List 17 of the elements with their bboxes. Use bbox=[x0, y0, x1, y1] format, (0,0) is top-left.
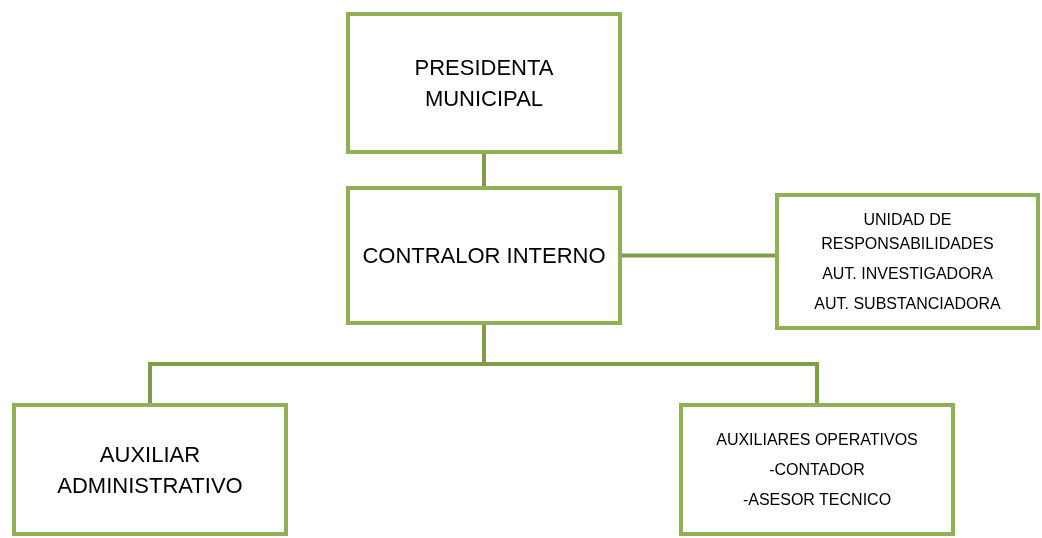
box-label: -CONTADOR bbox=[768, 459, 866, 480]
box-label: AUXILIAR ADMINISTRATIVO bbox=[56, 440, 244, 500]
box-label: CONTRALOR INTERNO bbox=[361, 242, 607, 270]
box-label: AUT. INVESTIGADORA bbox=[821, 263, 994, 284]
box-label: PRESIDENTA MUNICIPAL bbox=[413, 54, 555, 113]
org-box bbox=[775, 193, 1040, 330]
box-label: UNIDAD DE RESPONSABILIDADES bbox=[820, 209, 995, 254]
connector-line bbox=[482, 325, 819, 403]
org-box bbox=[679, 403, 955, 536]
connector-line bbox=[622, 253, 775, 258]
org-box bbox=[12, 403, 288, 536]
connector-line bbox=[482, 154, 486, 186]
box-label: AUT. SUBSTANCIADORA bbox=[813, 293, 1002, 314]
box-label: AUXILIARES OPERATIVOS bbox=[715, 429, 919, 450]
box-label: -ASESOR TECNICO bbox=[741, 489, 893, 510]
org-box bbox=[346, 12, 622, 154]
org-box bbox=[346, 186, 622, 325]
